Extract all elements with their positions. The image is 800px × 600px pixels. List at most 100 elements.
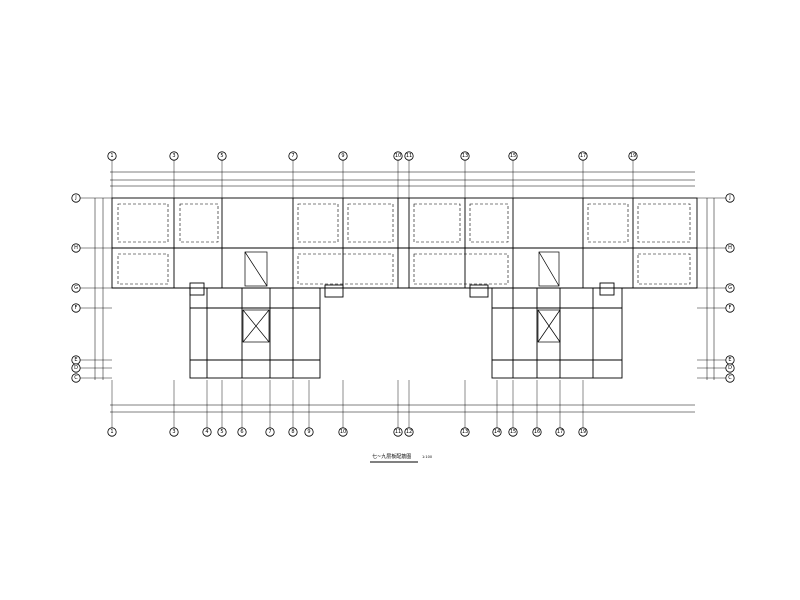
bottom-axis-12: 14 [492, 427, 502, 437]
top-axis-3-label: 7 [291, 153, 294, 159]
top-axis-4: 9 [338, 151, 348, 161]
right-axis-6-label: C [728, 375, 732, 381]
top-axis-3-circle [288, 151, 298, 161]
bottom-axis-0-label: 1 [110, 429, 113, 435]
top-axis-10-circle [628, 151, 638, 161]
bottom-axis-13-circle [508, 427, 518, 437]
top-axis-8-label: 15 [510, 153, 516, 159]
bottom-axis-15-label: 17 [557, 429, 563, 435]
right-axis-2-label: G [728, 285, 732, 291]
bottom-axis-13-label: 15 [510, 429, 516, 435]
dimension-lines [94, 171, 715, 413]
left-axis-5-label: D [74, 365, 78, 371]
top-axis-0-label: 1 [110, 153, 113, 159]
bottom-axis-14-circle [532, 427, 542, 437]
top-axis-2-label: 5 [220, 153, 223, 159]
right-axis-3-circle [725, 303, 735, 313]
bottom-axis-10-label: 12 [406, 429, 412, 435]
bottom-axis-2-circle [202, 427, 212, 437]
bottom-axis-4: 6 [237, 427, 247, 437]
top-axis-7-circle [460, 151, 470, 161]
bottom-axis-11-label: 13 [462, 429, 468, 435]
top-axis-3: 7 [288, 151, 298, 161]
right-axis-4-label: E [728, 357, 731, 363]
right-axis-0-label: J [728, 195, 730, 201]
top-axis-0: 1 [107, 151, 117, 161]
top-axis-5-label: 10 [395, 153, 401, 159]
top-axis-4-circle [338, 151, 348, 161]
bottom-axis-6: 8 [288, 427, 298, 437]
bottom-axis-2: 4 [202, 427, 212, 437]
right-axis-2: G [725, 283, 735, 293]
right-axis-0: J [725, 193, 735, 203]
bottom-axis-1-label: 3 [172, 429, 175, 435]
bottom-axis-9-label: 11 [395, 429, 401, 435]
bottom-axis-15-circle [555, 427, 565, 437]
bottom-axis-7-circle [304, 427, 314, 437]
top-axis-0-circle [107, 151, 117, 161]
right-axis-5-label: D [728, 365, 732, 371]
left-axis-0-circle [71, 193, 81, 203]
bottom-axis-5: 7 [265, 427, 275, 437]
bottom-axis-4-circle [237, 427, 247, 437]
bottom-axis-15: 17 [555, 427, 565, 437]
drawing-scale: 1:100 [422, 455, 432, 459]
bottom-axis-11: 13 [460, 427, 470, 437]
bottom-axis-8: 10 [338, 427, 348, 437]
left-axis-3-label: F [75, 305, 78, 311]
right-axis-5: D [725, 363, 735, 373]
right-axis-1-circle [725, 243, 735, 253]
bottom-axis-6-label: 8 [291, 429, 294, 435]
top-axis-6-label: 11 [406, 153, 412, 159]
bottom-axis-0-circle [107, 427, 117, 437]
right-axis-3-label: F [729, 305, 732, 311]
right-axis-4: E [725, 355, 735, 365]
bottom-axis-12-label: 14 [494, 429, 500, 435]
right-axis-5-circle [725, 363, 735, 373]
bottom-axis-0: 1 [107, 427, 117, 437]
top-axis-9: 17 [578, 151, 588, 161]
bottom-axis-2-label: 4 [205, 429, 208, 435]
left-axis-5-circle [71, 363, 81, 373]
bottom-axis-1-circle [169, 427, 179, 437]
bottom-axis-7-label: 9 [307, 429, 310, 435]
right-axis-0-circle [725, 193, 735, 203]
top-axis-7-label: 13 [462, 153, 468, 159]
drawing-title: 七~九层板配筋图 [372, 453, 411, 460]
bottom-axis-6-circle [288, 427, 298, 437]
top-axis-1-circle [169, 151, 179, 161]
left-axis-1-label: H [74, 245, 78, 251]
drawing-title-block: 七~九层板配筋图 1:100 [370, 453, 432, 463]
left-axis-2: G [71, 283, 81, 293]
bottom-axis-13: 15 [508, 427, 518, 437]
left-axis-6-circle [71, 373, 81, 383]
bottom-axis-3: 5 [217, 427, 227, 437]
bottom-axis-9: 11 [393, 427, 403, 437]
bottom-axis-14-label: 16 [534, 429, 540, 435]
top-axis-5: 10 [393, 151, 403, 161]
top-axis-9-label: 17 [580, 153, 586, 159]
left-axis-3-circle [71, 303, 81, 313]
bottom-axis-7: 9 [304, 427, 314, 437]
right-axis-2-circle [725, 283, 735, 293]
bottom-axis-5-circle [265, 427, 275, 437]
left-axis-6-label: C [74, 375, 78, 381]
bottom-axis-8-label: 10 [340, 429, 346, 435]
bottom-axis-4-label: 6 [240, 429, 243, 435]
bottom-axis-16: 19 [578, 427, 588, 437]
top-axis-2: 5 [217, 151, 227, 161]
left-axis-2-label: G [74, 285, 78, 291]
bottom-axis-10-circle [404, 427, 414, 437]
top-axis-8-circle [508, 151, 518, 161]
top-axis-10: 19 [628, 151, 638, 161]
top-axis-5-circle [393, 151, 403, 161]
left-axis-1-circle [71, 243, 81, 253]
top-axis-2-circle [217, 151, 227, 161]
top-axis-7: 13 [460, 151, 470, 161]
bottom-axis-1: 3 [169, 427, 179, 437]
right-axis-3: F [725, 303, 735, 313]
left-axis-1: H [71, 243, 81, 253]
left-axis-3: F [71, 303, 81, 313]
